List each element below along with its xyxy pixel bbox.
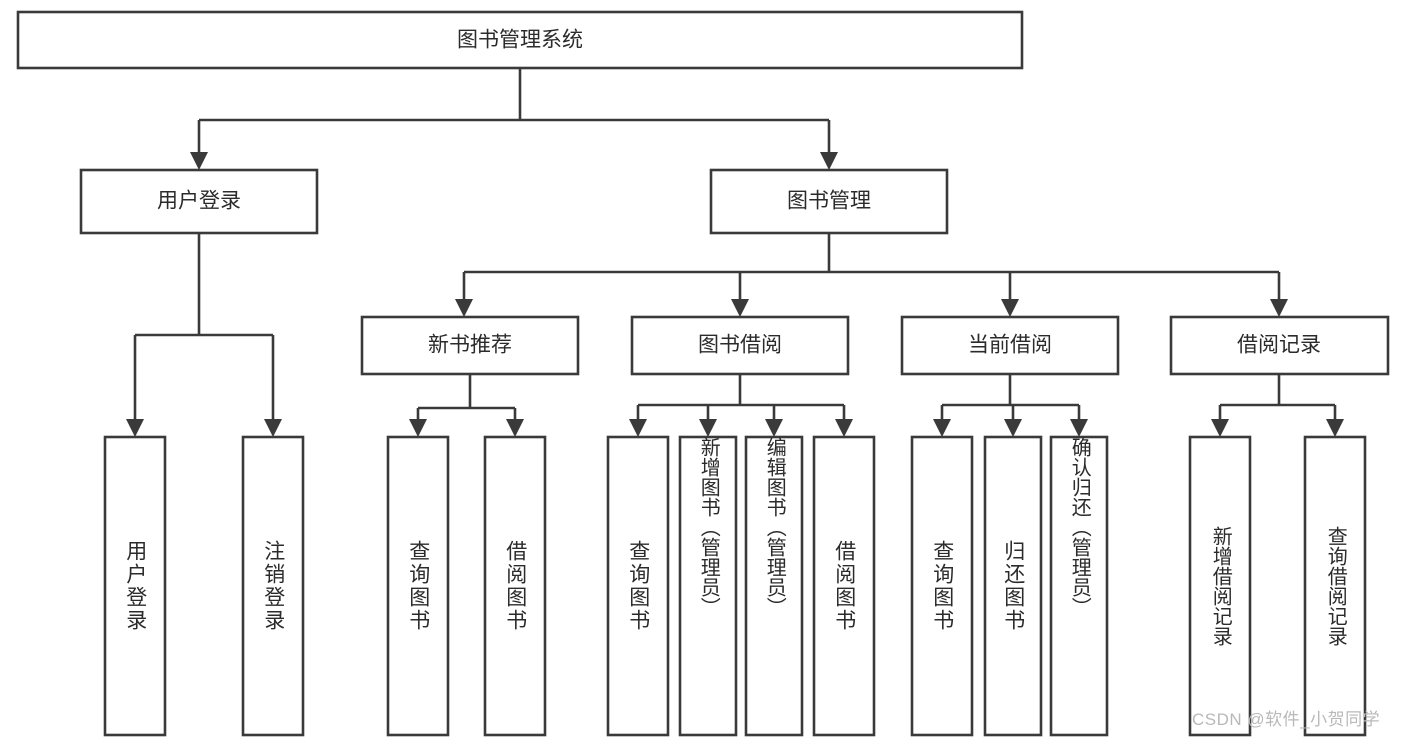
arrowhead-leaf-query-book-current xyxy=(933,419,951,437)
node-user-login-box[interactable] xyxy=(79,168,319,235)
arrowhead-leaf-borrow-book-borrow xyxy=(835,419,853,437)
arrowhead-leaf-add-borrow-record xyxy=(1211,419,1229,437)
node-book-borrow[interactable]: 图书借阅 xyxy=(630,315,850,376)
arrowhead-leaf-logout xyxy=(264,419,282,437)
arrowhead-book-borrow xyxy=(731,299,749,317)
arrowhead-user-login xyxy=(190,152,208,170)
leaf-user-login-box[interactable] xyxy=(103,435,167,737)
arrowhead-leaf-edit-book-admin xyxy=(765,419,783,437)
arrowhead-new-book-rec xyxy=(455,299,473,317)
connectors-book-manage-to-level3 xyxy=(455,233,1288,317)
node-current-borrow[interactable]: 当前借阅 xyxy=(900,315,1120,376)
node-borrow-record-label: 借阅记录 xyxy=(1237,334,1321,357)
arrowhead-borrow-record xyxy=(1270,299,1288,317)
node-book-manage-box[interactable] xyxy=(709,168,949,235)
leaf-borrow-book-rec-box[interactable] xyxy=(483,435,547,737)
leaf-query-borrow-record-box[interactable] xyxy=(1303,435,1367,737)
node-user-login-label: 用户登录 xyxy=(157,190,241,213)
connectors-book-borrow-to-leaves xyxy=(629,374,853,437)
node-user-login[interactable]: 用户登录 xyxy=(79,168,319,235)
connectors-user-login-to-leaves xyxy=(126,233,282,437)
connectors-current-borrow-to-leaves xyxy=(933,374,1088,437)
leaf-return-book-box[interactable] xyxy=(983,435,1043,737)
leaf-query-book-borrow-box[interactable] xyxy=(606,435,670,737)
node-root-box[interactable] xyxy=(16,10,1024,70)
arrowhead-leaf-add-book-admin xyxy=(699,419,717,437)
arrowhead-current-borrow xyxy=(1001,299,1019,317)
arrowhead-leaf-confirm-return-admin xyxy=(1070,419,1088,437)
leaf-boxes xyxy=(103,435,1367,737)
csdn-watermark: CSDN @软件_小贺同学 xyxy=(1192,710,1381,729)
node-new-book-rec-label: 新书推荐 xyxy=(428,334,512,357)
leaf-query-book-current-box[interactable] xyxy=(910,435,974,737)
arrowhead-leaf-return-book xyxy=(1004,419,1022,437)
arrowhead-leaf-borrow-book-rec xyxy=(506,419,524,437)
node-root-label: 图书管理系统 xyxy=(457,29,583,52)
node-borrow-record[interactable]: 借阅记录 xyxy=(1169,315,1390,376)
node-current-borrow-box[interactable] xyxy=(900,315,1120,376)
node-book-borrow-box[interactable] xyxy=(630,315,850,376)
node-book-manage[interactable]: 图书管理 xyxy=(709,168,949,235)
leaf-borrow-book-borrow-box[interactable] xyxy=(812,435,876,737)
leaf-confirm-return-admin-box[interactable] xyxy=(1049,435,1109,737)
arrowhead-leaf-query-borrow-record xyxy=(1326,419,1344,437)
node-new-book-rec[interactable]: 新书推荐 xyxy=(360,315,580,376)
node-new-book-rec-box[interactable] xyxy=(360,315,580,376)
arrowhead-book-manage xyxy=(820,152,838,170)
leaf-logout-box[interactable] xyxy=(241,435,305,737)
leaf-query-book-rec-box[interactable] xyxy=(386,435,450,737)
connectors-new-book-rec-to-leaves xyxy=(409,374,524,437)
arrowhead-leaf-query-book-rec xyxy=(409,419,427,437)
connectors-borrow-record-to-leaves xyxy=(1211,374,1344,437)
node-book-borrow-label: 图书借阅 xyxy=(698,334,782,357)
arrowhead-leaf-query-book-borrow xyxy=(629,419,647,437)
node-root[interactable]: 图书管理系统 xyxy=(16,10,1024,70)
connectors-root-to-level2 xyxy=(190,68,838,170)
leaf-edit-book-admin-box[interactable] xyxy=(744,435,804,737)
node-book-manage-label: 图书管理 xyxy=(787,190,871,213)
leaf-add-borrow-record-box[interactable] xyxy=(1188,435,1252,737)
arrowhead-leaf-user-login xyxy=(126,419,144,437)
node-current-borrow-label: 当前借阅 xyxy=(968,334,1052,357)
node-borrow-record-box[interactable] xyxy=(1169,315,1390,376)
leaf-add-book-admin-box[interactable] xyxy=(678,435,738,737)
